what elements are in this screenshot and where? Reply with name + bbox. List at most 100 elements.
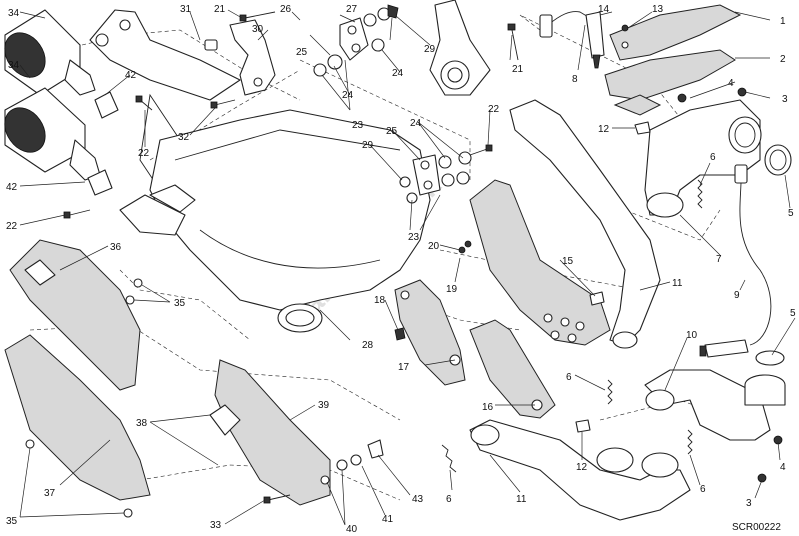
callout-13: 13 <box>652 4 664 15</box>
callout-24: 24 <box>392 68 404 79</box>
damper-group-upper <box>313 4 399 77</box>
callout-5: 5 <box>790 308 796 319</box>
callout-10: 11 <box>516 494 527 505</box>
callout-25: 25 <box>386 126 398 137</box>
exhaust-pipe-9 <box>644 369 771 441</box>
spacer-31 <box>204 39 218 51</box>
clip-12 <box>575 121 651 433</box>
oxygen-sensor-top <box>539 11 605 69</box>
heat-guard-37 <box>4 334 151 501</box>
callout-28: 28 <box>362 340 374 351</box>
callout-25: 25 <box>296 47 308 58</box>
spring-6-right <box>687 429 693 455</box>
callout-4: 4 <box>728 78 734 89</box>
callout-16: 16 <box>482 402 494 413</box>
callout-40: 42 <box>6 182 18 193</box>
callout-1: 1 <box>780 16 786 27</box>
spring-6-lower <box>441 444 457 473</box>
callout-21: 21 <box>512 64 524 75</box>
callout-5: 5 <box>788 208 794 219</box>
callout-14: 14 <box>598 4 610 15</box>
callout-6: 6 <box>446 494 452 505</box>
callout-22: 22 <box>488 104 500 115</box>
bolt-22-right <box>469 144 493 156</box>
leader-lines <box>19 9 796 526</box>
callout-26: 26 <box>280 4 292 15</box>
callout-43: 43 <box>412 494 424 505</box>
callout-4: 4 <box>780 462 786 473</box>
callout-12: 12 <box>576 462 588 473</box>
callout-15: 15 <box>562 256 574 267</box>
callout-38: 38 <box>136 418 148 429</box>
callout-17: 17 <box>398 362 410 373</box>
callout-24: 24 <box>342 90 354 101</box>
callout-3: 3 <box>782 94 788 105</box>
callout-34: 34 <box>8 60 20 71</box>
heat-shield-front <box>469 179 611 346</box>
callout-11: 11 <box>672 278 683 289</box>
callout-32: 33 <box>210 520 222 531</box>
oxygen-sensor-right <box>699 164 772 358</box>
heat-guard-36 <box>9 239 141 391</box>
callout-22: 22 <box>138 148 150 159</box>
callout-2: 2 <box>780 54 786 65</box>
callout-6: 6 <box>700 484 706 495</box>
heat-shield-2 <box>604 49 736 101</box>
bolt-33 <box>210 99 236 109</box>
callout-18: 18 <box>374 295 386 306</box>
rear-bracket <box>429 0 491 96</box>
exhaust-pipe-10 <box>469 419 691 521</box>
callout-29: 29 <box>362 140 374 151</box>
washer-35 <box>25 278 143 518</box>
spring-6-mid <box>607 379 613 405</box>
callout-21: 21 <box>214 4 226 15</box>
callout-6: 6 <box>710 152 716 163</box>
callout-35: 35 <box>174 298 186 309</box>
bolt-22-left <box>63 209 91 219</box>
callout-labels: 34 34 42 42 22 22 32 31 21 30 26 25 27 2… <box>6 4 796 535</box>
exhaust-pipe-11 <box>509 99 661 349</box>
callout-12: 12 <box>598 124 610 135</box>
callout-31: 31 <box>180 4 192 15</box>
frame-subframe <box>89 9 241 191</box>
clip-15 <box>589 291 605 306</box>
callout-41: 41 <box>382 514 394 525</box>
heat-guard-39 <box>209 359 331 506</box>
gasket-5-upper <box>764 144 792 176</box>
callout-9: 10 <box>686 330 698 341</box>
heat-shield-17 <box>394 279 466 386</box>
callout-22: 22 <box>6 221 18 232</box>
spring-6-upper <box>697 179 703 209</box>
bolt-22-mid <box>135 95 153 111</box>
callout-27: 27 <box>346 4 358 15</box>
callout-35: 35 <box>6 516 18 527</box>
callout-29: 29 <box>424 44 436 55</box>
drawing-code: SCR00222 <box>732 522 781 533</box>
callout-37: 37 <box>44 488 56 499</box>
callout-30: 30 <box>252 24 264 35</box>
nut-13 <box>621 24 629 49</box>
bolt-21-right <box>507 23 519 61</box>
callout-34: 34 <box>8 8 20 19</box>
callout-24: 24 <box>410 118 422 129</box>
callout-40: 42 <box>125 70 137 81</box>
collector-pipe <box>644 99 762 218</box>
callout-19: 19 <box>446 284 458 295</box>
gasket-5-lower <box>755 350 785 366</box>
callout-3: 3 <box>746 498 752 509</box>
heat-shield-1 <box>609 4 742 61</box>
callout-39: 39 <box>318 400 330 411</box>
bolt-21-top <box>239 11 276 22</box>
callout-8: 9 <box>734 290 740 301</box>
callout-8: 8 <box>572 74 578 85</box>
clamp-40-lower <box>87 169 113 196</box>
callout-23: 23 <box>408 232 420 243</box>
muffler-body <box>119 109 431 333</box>
callout-20: 20 <box>428 241 440 252</box>
heat-shield-small <box>613 94 662 116</box>
bracket-30 <box>229 19 276 96</box>
nut-4 <box>677 93 783 445</box>
callout-42: 40 <box>346 524 358 535</box>
flange <box>744 374 786 406</box>
callout-23: 23 <box>352 120 364 131</box>
